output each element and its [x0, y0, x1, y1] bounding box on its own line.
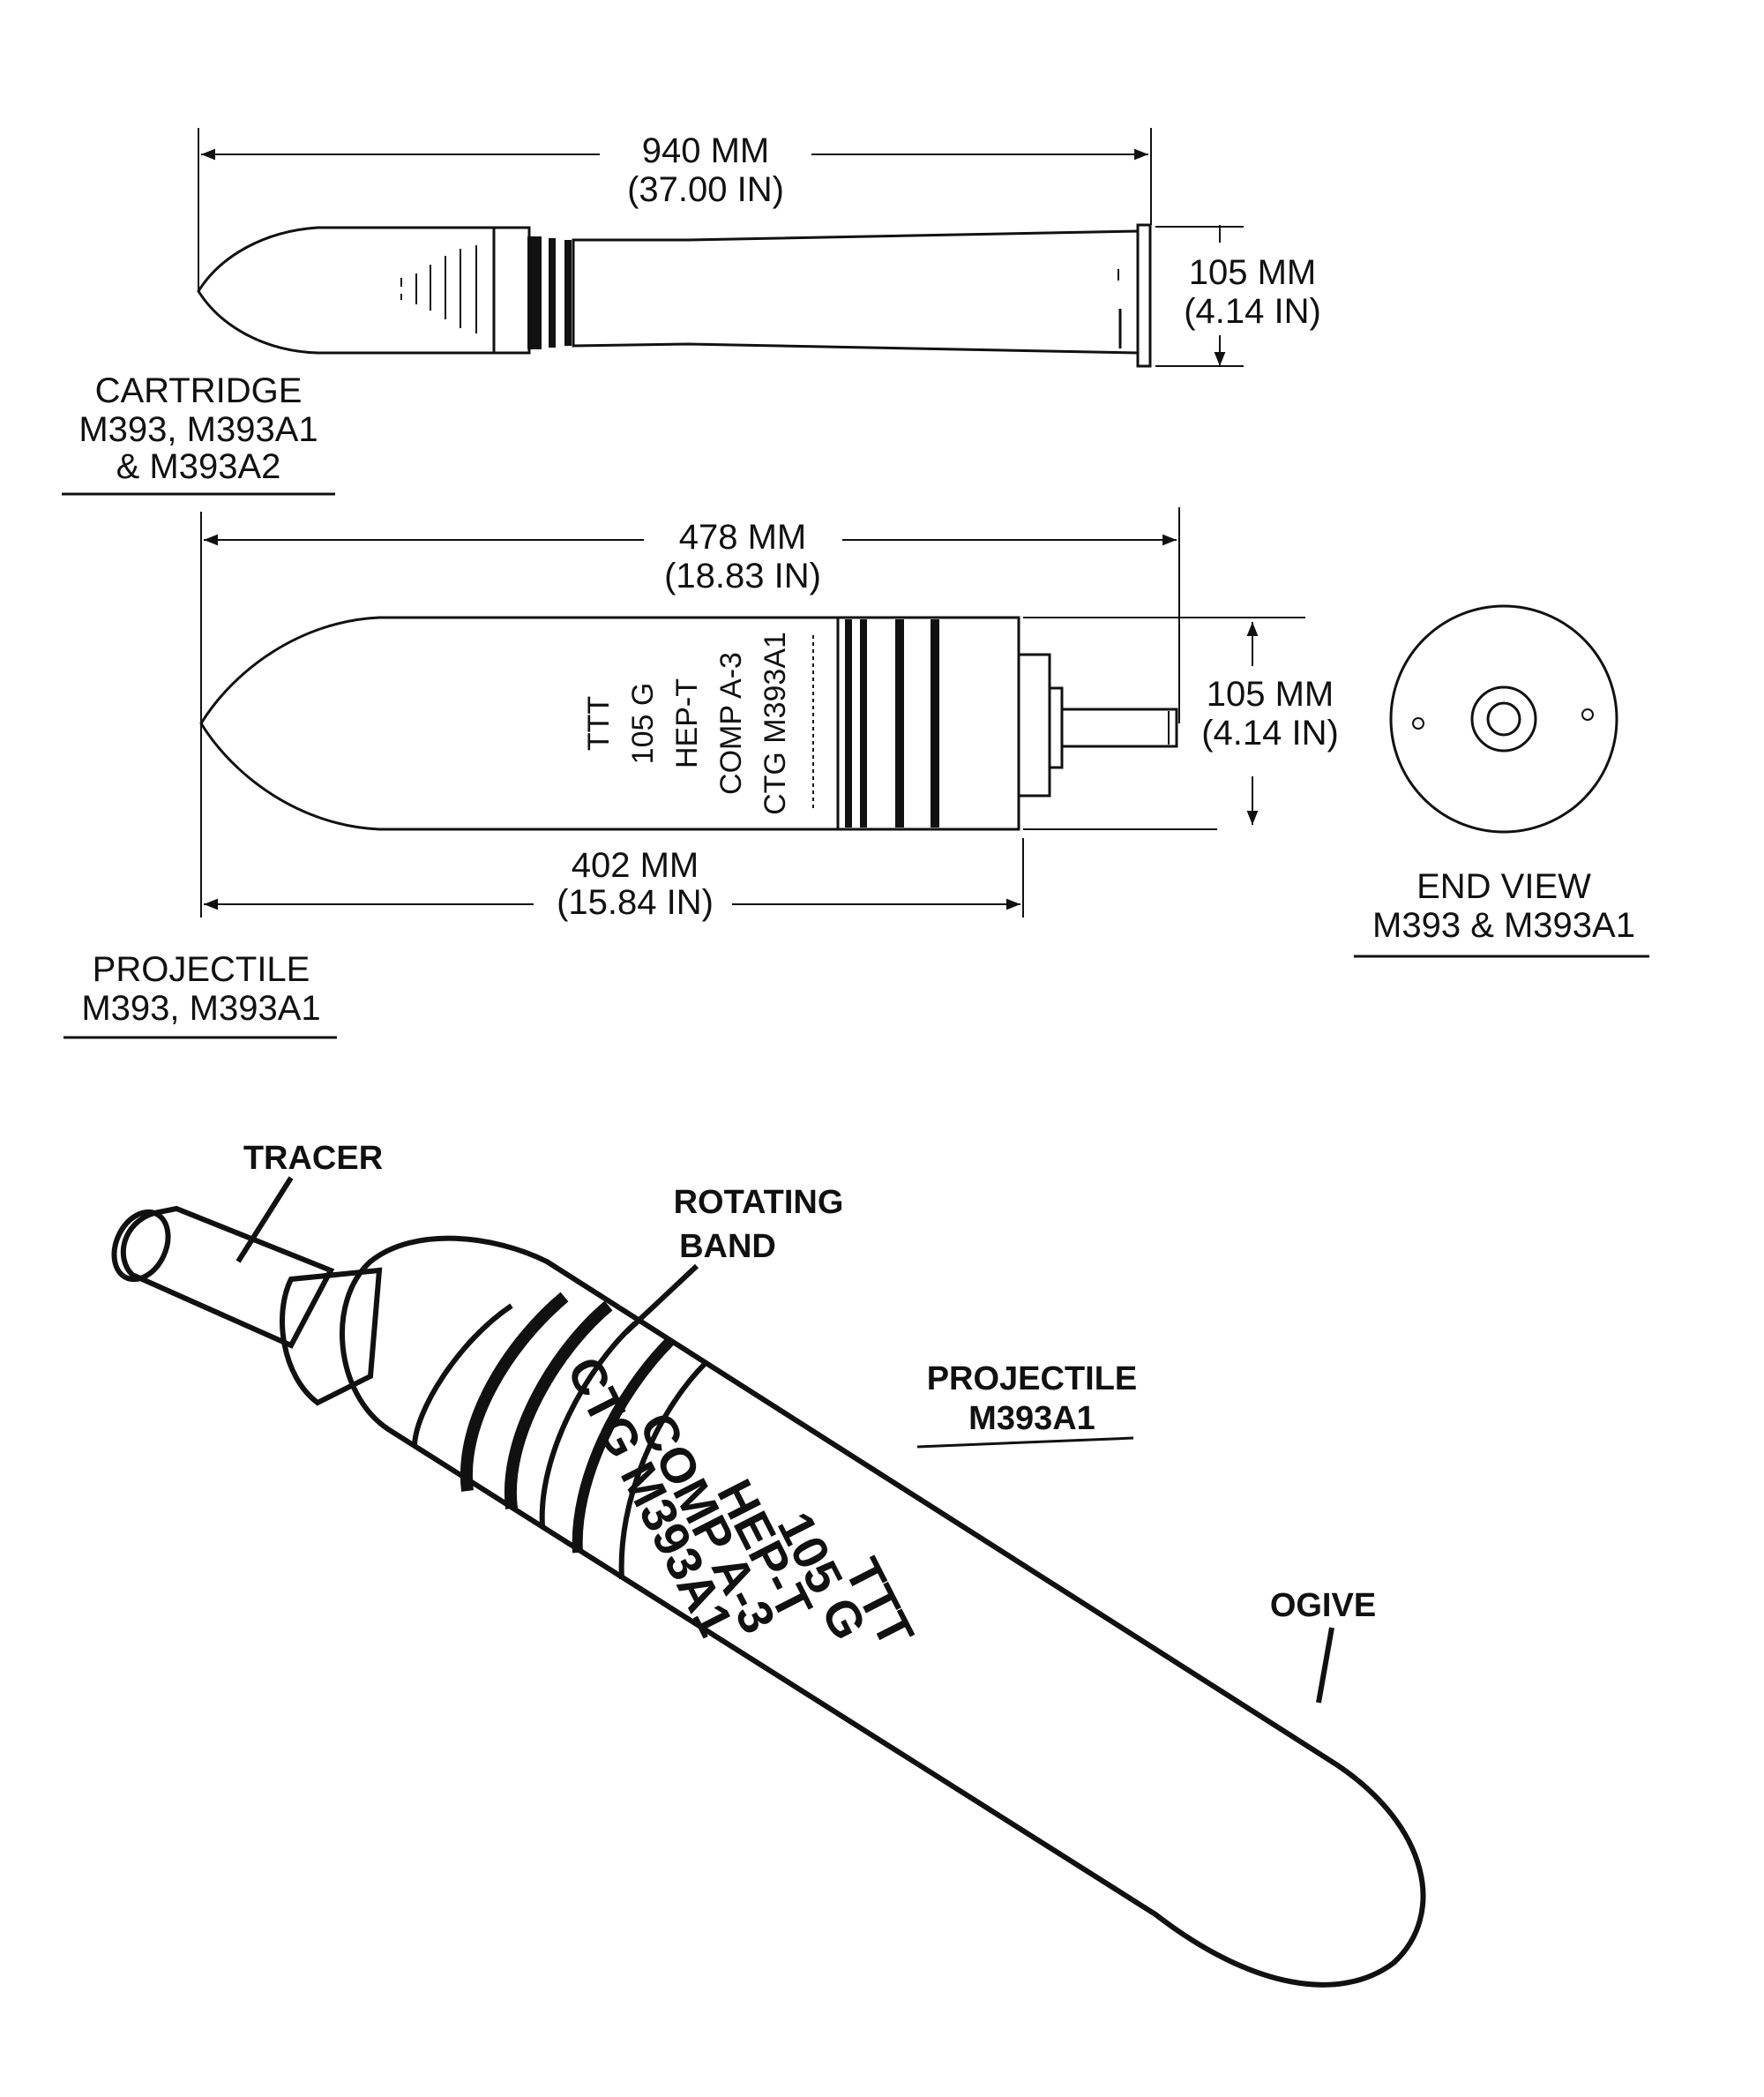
projectile-body-mm: 402 MM: [572, 846, 699, 885]
projectile-band-section: [836, 616, 1020, 831]
iso-band-ring-6: [618, 1360, 708, 1580]
projectile-band-groove-3: [895, 619, 904, 828]
iso-tracer-stub: [120, 1205, 335, 1349]
iso-projectile-label-underline: [916, 1436, 1134, 1449]
cartridge-ogive: [197, 226, 531, 355]
projectile-marking-hept: HEP-T: [670, 678, 704, 768]
iso-band-ring-5: [572, 1337, 675, 1554]
iso-band-ring-2: [460, 1292, 569, 1492]
projectile-marking-comp: COMP A-3: [714, 652, 748, 795]
projectile-body-in: (15.84 IN): [557, 883, 714, 922]
projectile-band-groove-1: [845, 619, 852, 828]
cartridge-length-mm: 940 MM: [642, 131, 770, 170]
isometric-view: TTT 105 G HEP-T COMP A-3 CTG M393A1 TRAC…: [111, 1140, 1426, 1988]
projectile-band-groove-4: [931, 619, 939, 828]
cartridge-rotating-band-1: [527, 236, 542, 349]
projectile-length-mm: 478 MM: [679, 518, 807, 557]
projectile-dia-mm: 105 MM: [1207, 675, 1334, 714]
iso-projectile-label-line1: PROJECTILE: [927, 1360, 1138, 1397]
iso-marking: TTT 105 G HEP-T COMP A-3 CTG M393A1: [557, 1348, 925, 1655]
iso-rotating-band-leader: [624, 1263, 699, 1335]
cartridge-rim: [1136, 223, 1152, 368]
cartridge-caption-line2: M393, M393A1: [78, 410, 318, 449]
end-view-hole-left: [1412, 717, 1424, 730]
end-view-outer-circle: [1389, 604, 1618, 834]
cartridge-side-view: 940 MM (37.00 IN) 105 MM (4.14 IN) CART: [62, 128, 1321, 496]
iso-rotating-band-label-line2: BAND: [679, 1228, 776, 1265]
end-view-tracer-ring: [1470, 685, 1537, 753]
cartridge-projectile-markings: [400, 245, 477, 333]
projectile-marking-ttt: TTT: [582, 696, 616, 751]
iso-ogive-label: OGIVE: [1270, 1587, 1376, 1624]
cartridge-dia-mm: 105 MM: [1189, 253, 1317, 292]
iso-rotating-band-label-line1: ROTATING: [674, 1184, 844, 1221]
projectile-base-step: [1048, 686, 1064, 769]
cartridge-case: [572, 229, 1140, 355]
iso-band-ring-1: [412, 1303, 513, 1448]
iso-projectile-body: [339, 1235, 1426, 1988]
end-view: END VIEW M393 & M393A1: [1354, 604, 1649, 958]
projectile-side-view: 478 MM (18.83 IN) TTT 105 G HEP-T COMP A…: [64, 507, 1339, 1039]
iso-ogive-leader: [1316, 1627, 1334, 1704]
iso-band-ring-3: [504, 1300, 613, 1509]
projectile-base: [1017, 653, 1051, 798]
end-view-caption-line2: M393 & M393A1: [1372, 906, 1635, 945]
end-view-tracer-core: [1486, 701, 1521, 737]
projectile-tracer-stub: [1060, 708, 1178, 748]
cartridge-dia-in: (4.14 IN): [1184, 292, 1321, 331]
cartridge-caption-line1: CARTRIDGE: [95, 371, 303, 410]
iso-band-ring-4: [539, 1321, 638, 1527]
projectile-marking-ctg: CTG M393A1: [759, 632, 792, 815]
projectile-caption-line1: PROJECTILE: [93, 950, 310, 989]
end-view-hole-right: [1581, 708, 1594, 721]
projectile-marking: TTT 105 G HEP-T COMP A-3 CTG M393A1: [582, 632, 814, 815]
iso-tracer-leader: [235, 1176, 294, 1263]
cartridge-rotating-band-3: [564, 240, 572, 346]
projectile-ogive-body: [199, 616, 840, 831]
projectile-dia-in: (4.14 IN): [1201, 714, 1339, 753]
iso-tracer-label: TRACER: [243, 1140, 383, 1177]
cartridge-projectile-body: [492, 226, 531, 355]
projectile-band-groove-2: [860, 619, 867, 828]
iso-projectile-label-line2: M393A1: [968, 1400, 1095, 1437]
projectile-caption-line2: M393, M393A1: [81, 989, 320, 1028]
cartridge-caption-line3: & M393A2: [116, 447, 281, 486]
projectile-marking-105g: 105 G: [626, 683, 660, 765]
projectile-length-in: (18.83 IN): [664, 557, 821, 595]
end-view-caption-line1: END VIEW: [1416, 867, 1591, 906]
cartridge-length-in: (37.00 IN): [627, 170, 784, 209]
iso-tracer-end: [111, 1209, 171, 1283]
iso-base-step: [280, 1267, 383, 1406]
cartridge-rotating-band-2: [549, 238, 556, 348]
